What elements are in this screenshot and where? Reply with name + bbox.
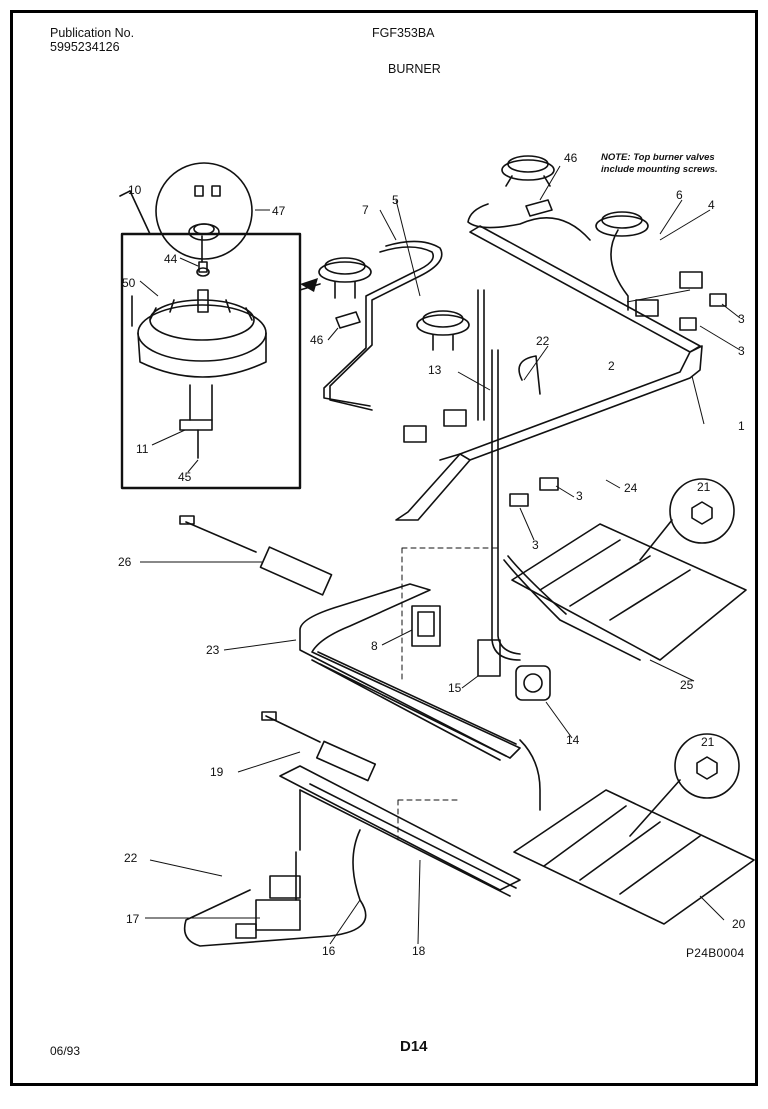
- callout-47: 47: [272, 204, 286, 218]
- model-number: FGF353BA: [372, 26, 435, 40]
- callout-13: 13: [428, 363, 442, 377]
- footer-date: 06/93: [50, 1044, 81, 1058]
- callout-3b: 3: [738, 344, 745, 358]
- callout-25: 25: [680, 678, 694, 692]
- callout-46a: 46: [564, 151, 578, 165]
- callout-26: 26: [118, 555, 132, 569]
- callout-22a: 22: [536, 334, 550, 348]
- callout-10: 10: [128, 183, 142, 197]
- callout-18: 18: [412, 944, 426, 958]
- callout-24: 24: [624, 481, 638, 495]
- callout-16: 16: [322, 944, 336, 958]
- inset-box: [120, 232, 302, 490]
- publication-label: Publication No.: [50, 26, 135, 40]
- callout-1: 1: [738, 419, 745, 433]
- drawing-code: P24B0004: [686, 946, 745, 960]
- callout-17: 17: [126, 912, 140, 926]
- callout-7: 7: [362, 203, 369, 217]
- callout-23: 23: [206, 643, 220, 657]
- note-line-1: NOTE: Top burner valves: [601, 152, 715, 163]
- nut-detail-circle-1: [669, 478, 735, 544]
- callout-3c: 3: [576, 489, 583, 503]
- page-frame: [10, 10, 758, 1086]
- section-title: BURNER: [388, 62, 441, 76]
- callout-50: 50: [122, 276, 136, 290]
- page-id: D14: [400, 1038, 428, 1055]
- callout-46b: 46: [310, 333, 324, 347]
- nut-detail-circle-2: [674, 733, 740, 799]
- callout-21a: 21: [697, 480, 711, 494]
- callout-6: 6: [676, 188, 683, 202]
- callout-8: 8: [371, 639, 378, 653]
- inset-detail-circle: [155, 162, 253, 260]
- callout-45: 45: [178, 470, 192, 484]
- callout-19: 19: [210, 765, 224, 779]
- publication-number: 5995234126: [50, 40, 120, 54]
- callout-22b: 22: [124, 851, 138, 865]
- callout-44: 44: [164, 252, 178, 266]
- callout-21b: 21: [701, 735, 715, 749]
- callout-2: 2: [608, 359, 615, 373]
- callout-20: 20: [732, 917, 746, 931]
- callout-11: 11: [136, 442, 149, 456]
- callout-5: 5: [392, 193, 399, 207]
- callout-3d: 3: [532, 538, 539, 552]
- callout-4: 4: [708, 198, 715, 212]
- callout-15: 15: [448, 681, 462, 695]
- callout-14: 14: [566, 733, 580, 747]
- note-line-2: include mounting screws.: [601, 164, 718, 175]
- callout-3a: 3: [738, 312, 745, 326]
